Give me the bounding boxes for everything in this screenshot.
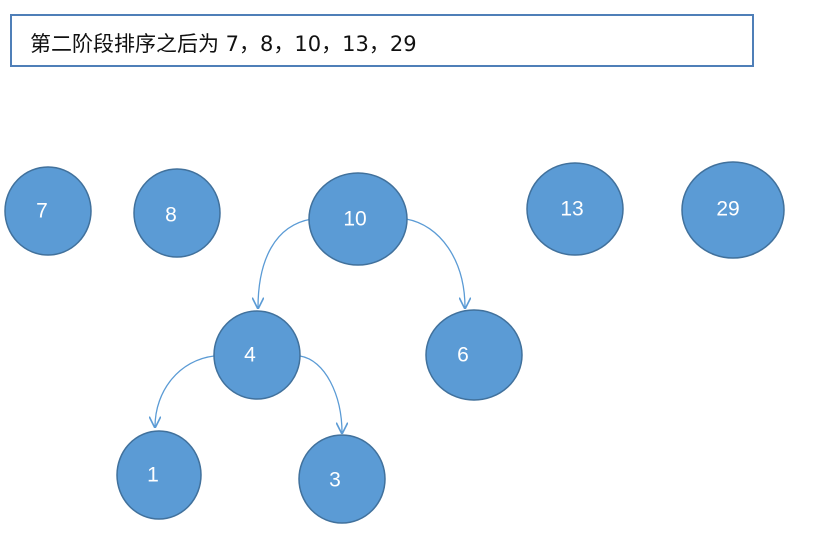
node-10: 10 bbox=[308, 172, 408, 266]
node-3-label: 3 bbox=[329, 469, 341, 492]
caption-box: 第二阶段排序之后为 7，8，10，13，29 bbox=[10, 14, 754, 67]
node-29: 29 bbox=[681, 161, 785, 259]
node-8: 8 bbox=[133, 168, 221, 258]
node-7-label: 7 bbox=[36, 200, 48, 223]
node-29-label: 29 bbox=[716, 198, 739, 221]
node-4: 4 bbox=[213, 310, 301, 400]
node-13-label: 13 bbox=[560, 198, 583, 221]
edge-10-to-4 bbox=[258, 218, 313, 308]
node-8-label: 8 bbox=[165, 204, 177, 227]
node-4-label: 4 bbox=[244, 344, 256, 367]
node-10-label: 10 bbox=[343, 208, 366, 231]
node-7: 7 bbox=[4, 166, 92, 256]
caption-text: 第二阶段排序之后为 7，8，10，13，29 bbox=[30, 32, 417, 56]
edge-4-to-1 bbox=[155, 355, 215, 427]
node-1: 1 bbox=[116, 430, 202, 520]
node-1-label: 1 bbox=[147, 464, 159, 487]
node-6: 6 bbox=[425, 309, 523, 401]
node-13: 13 bbox=[526, 162, 624, 256]
node-3: 3 bbox=[298, 434, 386, 524]
edge-10-to-6 bbox=[405, 218, 465, 308]
node-6-label: 6 bbox=[457, 344, 469, 367]
edge-4-to-3 bbox=[299, 355, 342, 433]
